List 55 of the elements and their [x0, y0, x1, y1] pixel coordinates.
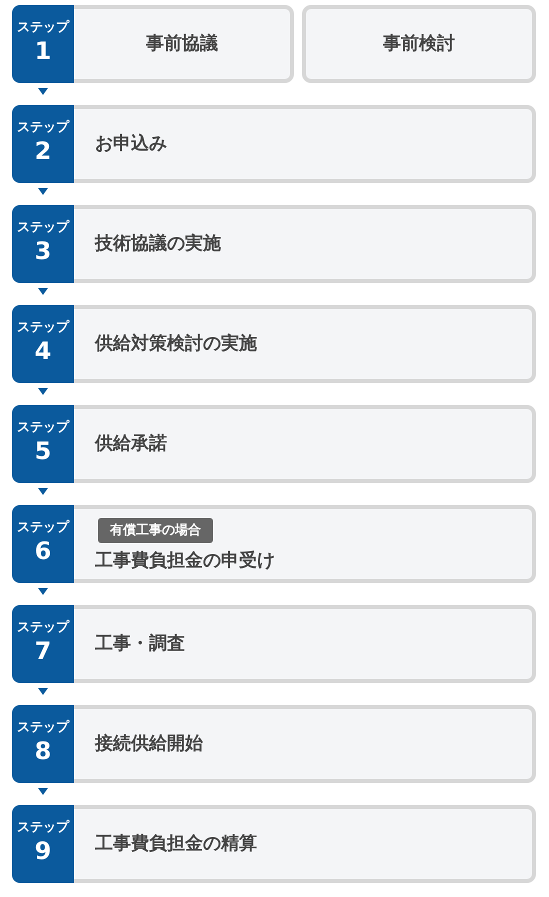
step-number: 3: [34, 236, 52, 264]
step-title: 事前検討: [383, 32, 455, 56]
step-number: 8: [34, 736, 52, 764]
step-number: 9: [34, 836, 52, 864]
step-title: 工事費負担金の精算: [95, 832, 257, 856]
step-label: ステップ: [17, 820, 69, 834]
step-panel: [74, 405, 536, 483]
condition-tag: 有償工事の場合: [98, 518, 213, 543]
step-tab: [12, 505, 74, 583]
step-number: 7: [34, 636, 52, 664]
step-tab: [12, 605, 74, 683]
step-tab: [12, 205, 74, 283]
flow-arrow: [38, 788, 48, 795]
step-panel: [74, 805, 536, 883]
step-number: 2: [34, 136, 52, 164]
step-title: 工事・調査: [95, 632, 185, 656]
step-tab: [12, 705, 74, 783]
step-panel: [74, 105, 536, 183]
step-label: ステップ: [17, 120, 69, 134]
step-tab: [12, 305, 74, 383]
step-label: ステップ: [17, 220, 69, 234]
step-label: ステップ: [17, 620, 69, 634]
step-title: 接続供給開始: [95, 732, 203, 756]
flow-arrow: [38, 488, 48, 495]
step-title: お申込み: [95, 132, 167, 156]
step-tab: [12, 5, 74, 83]
step-number: 5: [34, 436, 52, 464]
step-label: ステップ: [17, 420, 69, 434]
flow-arrow: [38, 288, 48, 295]
step-number: 4: [34, 336, 52, 364]
step-panel: [74, 705, 536, 783]
step-number: 6: [34, 536, 52, 564]
step-label: ステップ: [17, 320, 69, 334]
step-title: 技術協議の実施: [95, 232, 221, 256]
flow-arrow: [38, 688, 48, 695]
flow-arrow: [38, 188, 48, 195]
step-label: ステップ: [17, 20, 69, 34]
step-panel: [74, 305, 536, 383]
flow-arrow: [38, 588, 48, 595]
flow-arrow: [38, 388, 48, 395]
step-title: 供給承諾: [95, 432, 167, 456]
step-panel: [74, 605, 536, 683]
step-panel: [302, 5, 536, 83]
step-label: ステップ: [17, 520, 69, 534]
step-tab: [12, 405, 74, 483]
step-panel: [74, 505, 536, 583]
step-title: 事前協議: [146, 32, 218, 56]
step-panel: [74, 205, 536, 283]
step-title: 供給対策検討の実施: [95, 332, 257, 356]
step-tab: [12, 805, 74, 883]
step-label: ステップ: [17, 720, 69, 734]
step-number: 1: [34, 36, 52, 64]
step-panel: [74, 5, 294, 83]
step-title: 工事費負担金の申受け: [95, 549, 275, 573]
step-tab: [12, 105, 74, 183]
